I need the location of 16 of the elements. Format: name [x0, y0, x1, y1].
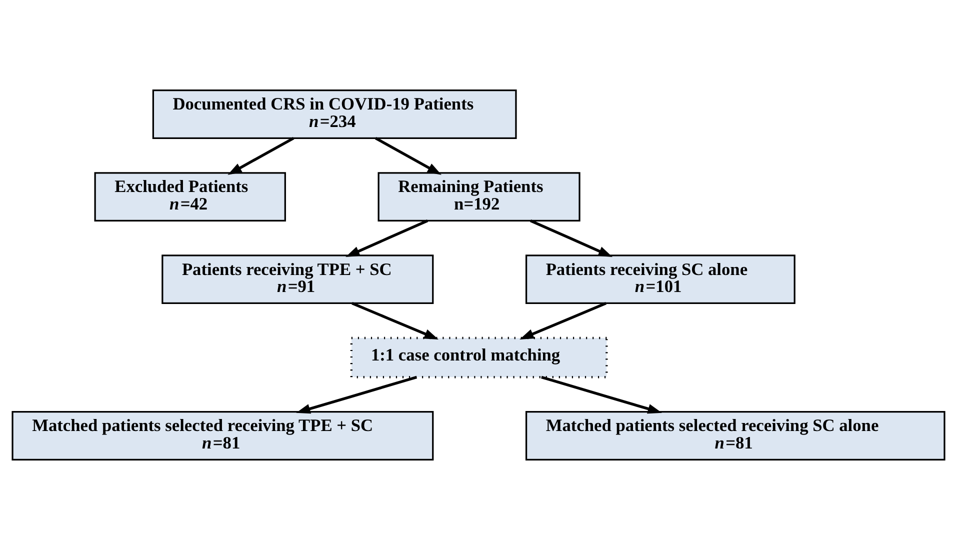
node-box: Excluded Patients n=42 — [94, 172, 286, 222]
arrow — [530, 219, 613, 258]
node-box: Documented CRS in COVID-19 Patients n=234 — [152, 90, 517, 139]
node-box: Patients receiving SC alone n=101 — [525, 254, 796, 304]
arrow — [228, 136, 294, 175]
node-box: Patients receiving TPE + SC n=91 — [162, 254, 434, 304]
node-box: Remaining Patients n=192 — [378, 172, 580, 222]
arrow — [296, 376, 418, 414]
node-box: 1:1 case control matching — [350, 336, 608, 378]
node-box: Matched patients selected receiving SC alone n=81 — [525, 411, 946, 460]
arrow — [541, 376, 662, 414]
arrow — [374, 136, 442, 175]
arrow — [352, 302, 439, 340]
arrow — [346, 219, 428, 258]
arrow — [520, 302, 607, 340]
node-box: Matched patients selected receiving TPE + SC n=81 — [12, 411, 434, 460]
